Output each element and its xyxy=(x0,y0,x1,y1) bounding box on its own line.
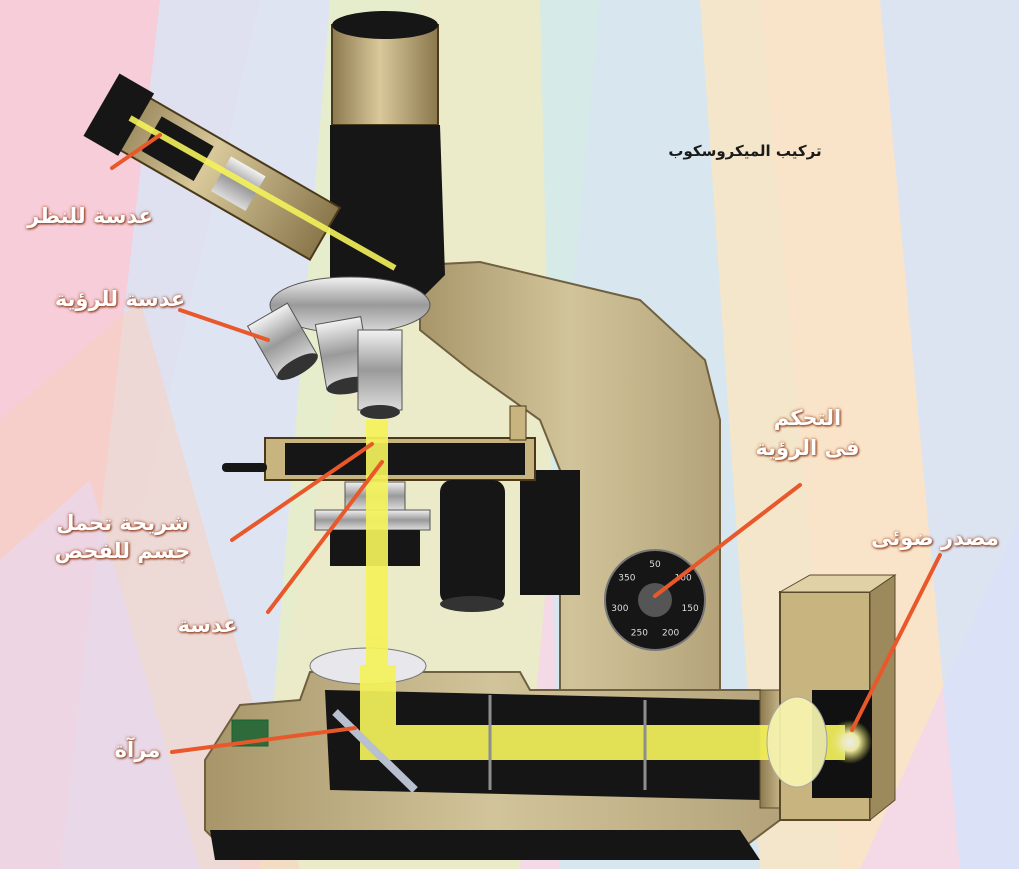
label-light-source: مصدر ضوئى xyxy=(860,525,1010,552)
label-slide-line2: جسم للفحص xyxy=(25,538,220,565)
label-focus-line2: فى الرؤية xyxy=(745,435,870,462)
label-condenser: عدسة xyxy=(160,612,255,639)
dial-number: 200 xyxy=(662,628,679,638)
label-focus-line1: التحكم xyxy=(745,405,870,432)
label-slide-line1: شريحة تحمل xyxy=(25,510,220,537)
label-mirror: مرآة xyxy=(100,737,175,764)
dial-number: 150 xyxy=(682,604,699,614)
label-eyepiece: عدسة للنظر xyxy=(5,203,175,230)
dial-number: 350 xyxy=(618,574,635,584)
diagram-title: تركيب الميكروسكوب xyxy=(640,142,850,160)
dial-number: 50 xyxy=(649,560,661,570)
dial-number: 300 xyxy=(611,604,628,614)
dial-number: 250 xyxy=(631,628,648,638)
label-objective: عدسة للرؤية xyxy=(30,286,210,313)
